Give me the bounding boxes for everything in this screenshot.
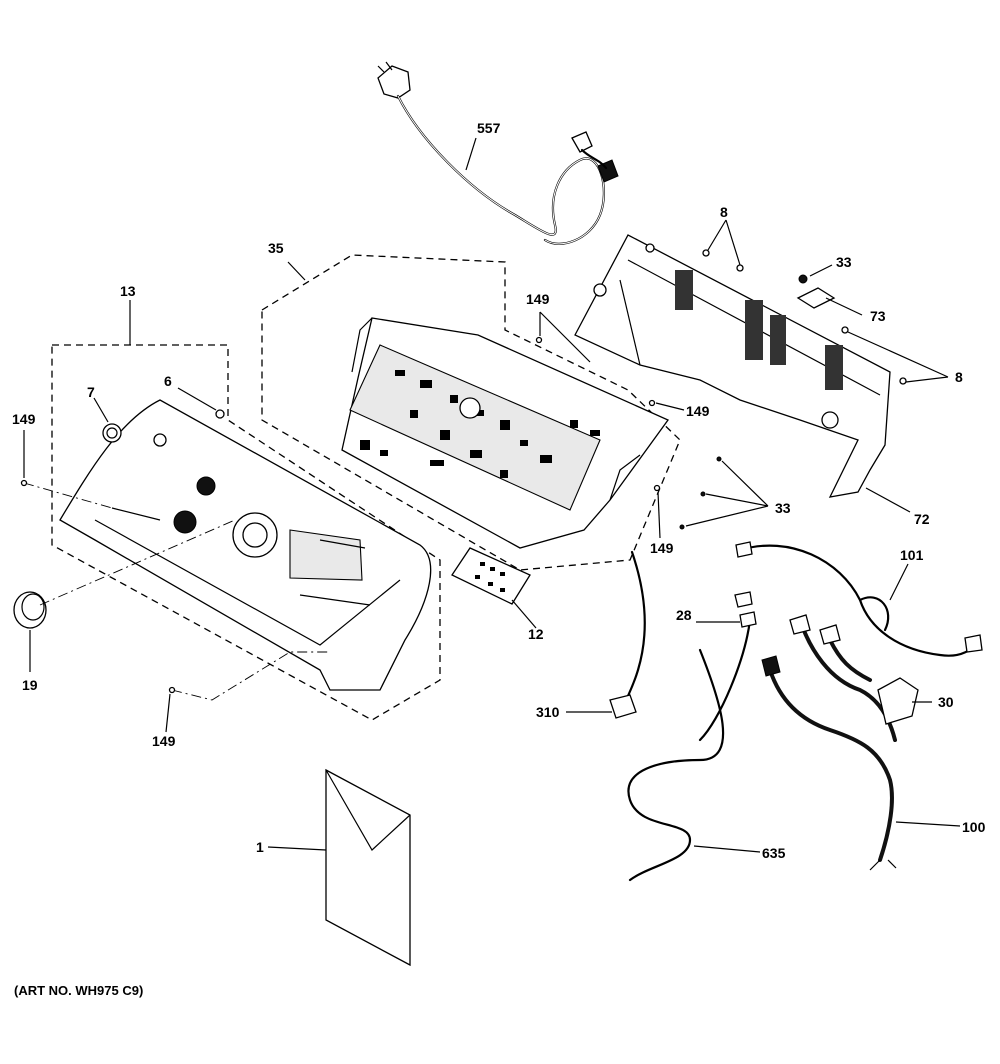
control-board-assembly (341, 317, 669, 549)
callout-6: 6 (164, 373, 172, 389)
knob-cap-7 (102, 423, 122, 443)
callout-149-bottom: 149 (152, 733, 176, 749)
callout-72: 72 (914, 511, 930, 527)
callout-35: 35 (268, 240, 284, 256)
leader-lines (23, 137, 961, 853)
manual-1 (325, 768, 411, 967)
callout-7: 7 (87, 384, 95, 400)
art-number: (ART NO. WH975 C9) (14, 983, 143, 998)
screw-33-mid (679, 456, 722, 530)
alignment-line-149-left (23, 482, 113, 509)
callout-149-left: 149 (12, 411, 36, 427)
callout-557: 557 (477, 120, 501, 136)
board-73 (796, 287, 836, 309)
keypad-12 (451, 547, 531, 605)
power-cord-557 (377, 61, 619, 245)
screw-33-top (798, 274, 808, 284)
callout-310: 310 (536, 704, 560, 720)
alignment-line-19 (39, 519, 236, 606)
group-outline-35 (261, 254, 681, 571)
screw-8-right (841, 326, 907, 385)
callout-30: 30 (938, 694, 954, 710)
knob-19 (13, 591, 47, 629)
backsplash-72 (574, 234, 891, 498)
console-panel (59, 399, 432, 691)
harness-101 (735, 541, 983, 657)
callout-12: 12 (528, 626, 544, 642)
group-outline-13 (51, 344, 441, 721)
callout-101: 101 (900, 547, 924, 563)
callout-19: 19 (22, 677, 38, 693)
harness-main-100 (761, 614, 897, 871)
harness-310 (609, 550, 646, 719)
callout-149-mid: 149 (686, 403, 710, 419)
callout-149-board: 149 (650, 540, 674, 556)
callout-8-top: 8 (720, 204, 728, 220)
callout-8-right: 8 (955, 369, 963, 385)
callout-73: 73 (870, 308, 886, 324)
callout-149-upper: 149 (526, 291, 550, 307)
harness-635 (627, 591, 757, 882)
washer-6 (215, 409, 225, 419)
callout-100: 100 (962, 819, 986, 835)
screw-149-set (20, 336, 661, 694)
callout-28: 28 (676, 607, 692, 623)
callout-33-mid: 33 (775, 500, 791, 516)
callout-13: 13 (120, 283, 136, 299)
callout-1: 1 (256, 839, 264, 855)
alignment-line-149-bottom (171, 651, 330, 701)
module-30 (877, 677, 919, 725)
screw-8-top (702, 249, 744, 272)
callout-635: 635 (762, 845, 786, 861)
callout-33-top: 33 (836, 254, 852, 270)
